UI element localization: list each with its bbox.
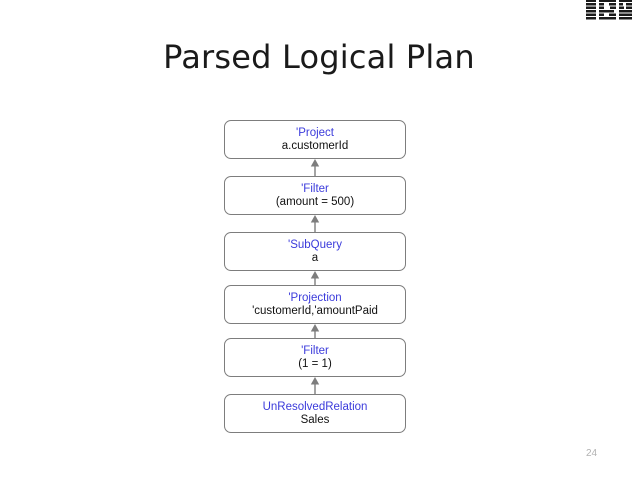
plan-connector [224,324,406,338]
arrow-up-icon [310,324,320,338]
plan-node-subquery[interactable]: 'SubQuery a [224,232,406,271]
plan-node-detail: a.customerId [281,139,349,152]
plan-node-detail: a [311,251,319,264]
plan-node-detail: (amount = 500) [275,195,355,208]
plan-node-operator: 'Filter [301,344,329,357]
plan-node-detail: 'customerId,'amountPaid [252,304,378,317]
plan-connector [224,377,406,394]
plan-node-filter-amount[interactable]: 'Filter (amount = 500) [224,176,406,215]
plan-node-projection[interactable]: 'Projection 'customerId,'amountPaid [224,285,406,324]
logical-plan-diagram: 'Project a.customerId 'Filter (amount = … [224,120,406,433]
plan-connector [224,159,406,176]
arrow-up-icon [310,215,320,232]
plan-node-operator: UnResolvedRelation [262,400,368,413]
plan-node-operator: 'Filter [301,182,329,195]
plan-node-project[interactable]: 'Project a.customerId [224,120,406,159]
plan-node-operator: 'Project [296,126,334,139]
arrow-up-icon [310,271,320,285]
ibm-logo [586,0,632,22]
page-number: 24 [586,448,598,459]
plan-node-detail: Sales [300,413,330,426]
plan-node-unresolved-relation[interactable]: UnResolvedRelation Sales [224,394,406,433]
plan-connector [224,215,406,232]
plan-node-filter-one[interactable]: 'Filter (1 = 1) [224,338,406,377]
plan-node-operator: 'SubQuery [288,238,342,251]
plan-node-detail: (1 = 1) [298,357,332,370]
plan-connector [224,271,406,285]
arrow-up-icon [310,159,320,176]
page-title: Parsed Logical Plan [163,38,475,76]
arrow-up-icon [310,377,320,394]
plan-node-operator: 'Projection [288,291,342,304]
